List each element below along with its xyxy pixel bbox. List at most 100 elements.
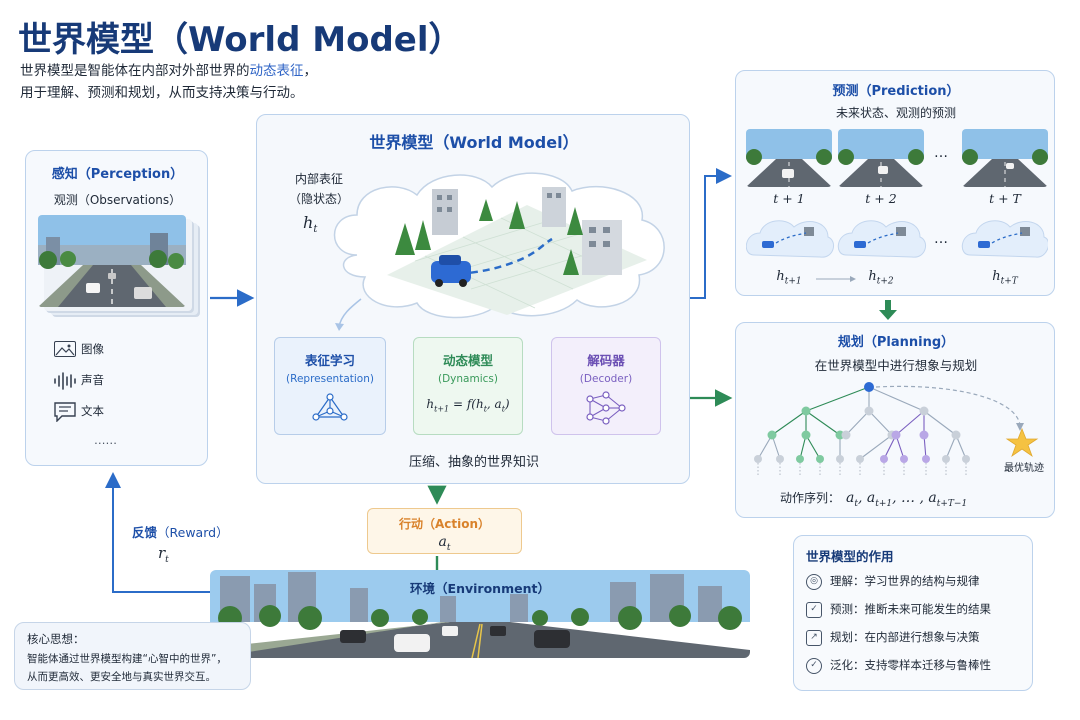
h-label-1: ht+1 bbox=[746, 269, 832, 287]
perception-panel: 感知（Perception） 观测（Observations） 图像 声音 文本… bbox=[25, 150, 208, 466]
core-idea-line1: 智能体通过世界模型构建“心智中的世界”， bbox=[27, 653, 227, 665]
reward-base: r bbox=[158, 544, 166, 562]
hT-sub: t+T bbox=[1000, 276, 1018, 287]
planning-tree bbox=[754, 382, 1039, 475]
subtitle-comma: ， bbox=[303, 63, 318, 79]
subtitle-line2: 用于理解、预测和规划，从而支持决策与行动。 bbox=[20, 85, 304, 101]
seq-s3: t+T−1 bbox=[936, 498, 968, 509]
star-icon bbox=[1005, 427, 1039, 458]
seq-a1: a bbox=[846, 490, 855, 506]
role-row-predict: ✓ 预测：推断未来可能发生的结果 bbox=[806, 601, 991, 618]
action-box: 行动（Action） at bbox=[367, 508, 522, 554]
seq-s1: t bbox=[854, 498, 858, 509]
hidden-state-sub: t bbox=[313, 224, 318, 236]
latent-ellipsis: … bbox=[934, 231, 948, 247]
decoder-en: (Decoder) bbox=[579, 373, 633, 385]
h-label-T: ht+T bbox=[962, 269, 1048, 287]
action-sub: t bbox=[446, 542, 451, 553]
brain-icon: ◎ bbox=[806, 573, 822, 590]
perception-title: 感知（Perception） bbox=[51, 167, 184, 182]
prediction-panel: 预测（Prediction） 未来状态、观测的预测 … t + 1 t + 2 … bbox=[735, 70, 1055, 296]
action-base: a bbox=[438, 534, 447, 550]
formula-mid: = f(h bbox=[449, 397, 484, 411]
audio-waveform-icon bbox=[54, 372, 76, 390]
internal-representation-label: 内部表征 （隐状态） bbox=[279, 169, 359, 209]
checklist-icon: ✓ bbox=[806, 601, 822, 618]
decoder-network-icon bbox=[586, 391, 626, 425]
dynamics-en: (Dynamics) bbox=[438, 373, 498, 385]
seq-s2: t+1 bbox=[875, 498, 893, 509]
h2-sub: t+2 bbox=[876, 276, 894, 287]
formula-a: , a bbox=[486, 397, 502, 411]
reward-label-a: 反馈 bbox=[132, 525, 158, 540]
hidden-state-base: h bbox=[303, 213, 314, 232]
reward-label-b: （Reward） bbox=[157, 525, 229, 540]
modality-image-label: 图像 bbox=[81, 342, 104, 356]
action-symbol: at bbox=[368, 534, 521, 553]
action-title: 行动（Action） bbox=[398, 517, 491, 531]
hidden-state-symbol: ht bbox=[303, 213, 317, 235]
time-label-2: t + 2 bbox=[865, 191, 897, 206]
role-row-understand: ◎ 理解：学习世界的结构与规律 bbox=[806, 573, 980, 590]
dynamics-formula: ht+1 = f(ht, at) bbox=[414, 397, 522, 413]
role-understand-label: 理解：学习世界的结构与规律 bbox=[830, 574, 980, 588]
page-subtitle: 世界模型是智能体在内部对外部世界的动态表征， 用于理解、预测和规划，从而支持决策… bbox=[20, 60, 317, 104]
prediction-subtitle: 未来状态、观测的预测 bbox=[835, 106, 956, 120]
planning-panel: 规划（Planning） 在世界模型中进行想象与规划 最优轨迹 动作序列： at,… bbox=[735, 322, 1055, 518]
roles-box: 世界模型的作用 bbox=[793, 535, 1033, 691]
h1-sub: t+1 bbox=[784, 276, 802, 287]
page-title: 世界模型（World Model） bbox=[18, 20, 463, 60]
arrow-model-to-prediction bbox=[690, 168, 732, 299]
role-row-generalize: ✓ 泛化：支持零样本迁移与鲁棒性 bbox=[806, 657, 991, 674]
core-idea-title: 核心思想： bbox=[27, 632, 85, 646]
planning-title: 规划（Planning） bbox=[837, 335, 955, 350]
h2-base: h bbox=[868, 269, 877, 284]
subtitle-highlight: 动态表征 bbox=[249, 63, 304, 79]
prediction-title: 预测（Prediction） bbox=[832, 84, 960, 99]
role-plan-label: 规划：在内部进行想象与决策 bbox=[830, 630, 980, 644]
future-frame-1 bbox=[746, 129, 832, 187]
dynamics-module: 动态模型 (Dynamics) ht+1 = f(ht, at) bbox=[413, 337, 523, 435]
reward-sub: t bbox=[165, 555, 169, 565]
sequence-formula: at, at+1, … , at+T−1 bbox=[846, 490, 968, 509]
h-transition-arrow bbox=[816, 276, 856, 282]
planning-subtitle: 在世界模型中进行想象与规划 bbox=[814, 358, 978, 373]
modality-text-label: 文本 bbox=[81, 404, 104, 418]
environment-image: 环境（Environment） bbox=[210, 570, 750, 658]
formula-h: h bbox=[426, 397, 435, 411]
dynamics-name: 动态模型 bbox=[442, 353, 493, 368]
role-generalize-label: 泛化：支持零样本迁移与鲁棒性 bbox=[830, 658, 991, 672]
time-label-T: t + T bbox=[989, 191, 1021, 206]
world-model-footer: 压缩、抽象的世界知识 bbox=[408, 455, 539, 470]
core-idea-box: 核心思想： 智能体通过世界模型构建“心智中的世界”， 从而更高效、更安全地与真实… bbox=[14, 622, 251, 690]
representation-module: 表征学习 (Representation) bbox=[274, 337, 386, 435]
latent-state-clouds bbox=[746, 220, 1048, 258]
sequence-label: 动作序列： bbox=[780, 491, 841, 505]
decoder-name: 解码器 bbox=[587, 353, 625, 368]
role-predict-label: 预测：推断未来可能发生的结果 bbox=[830, 602, 991, 616]
text-message-icon bbox=[54, 402, 76, 422]
formula-close: ) bbox=[504, 397, 510, 411]
world-model-title: 世界模型（World Model） bbox=[369, 133, 579, 152]
chart-icon: ↗ bbox=[806, 629, 822, 646]
reward-label: 反馈（Reward） bbox=[132, 522, 229, 541]
best-trajectory-label: 最优轨迹 bbox=[1004, 463, 1044, 474]
world-model-panel: 世界模型（World Model） 内部表征 （隐状态） ht 表征学习 (Re… bbox=[256, 114, 690, 484]
future-frame-T bbox=[962, 129, 1048, 187]
shield-check-icon: ✓ bbox=[806, 657, 822, 674]
roles-title: 世界模型的作用 bbox=[806, 549, 894, 564]
decoder-module: 解码器 (Decoder) bbox=[551, 337, 661, 435]
action-sequence: 动作序列：at, at+1, … , at+T−1 bbox=[780, 489, 967, 509]
frame-ellipsis: … bbox=[934, 145, 948, 161]
perception-subtitle: 观测（Observations） bbox=[53, 193, 182, 207]
formula-sub3: t bbox=[501, 404, 505, 414]
latent-pointer bbox=[335, 298, 362, 331]
formula-sub2: t bbox=[483, 404, 487, 414]
seq-a3: , … , a bbox=[892, 490, 937, 506]
arrow-reward-feedback bbox=[105, 472, 210, 593]
formula-sub1: t+1 bbox=[434, 404, 450, 414]
time-label-1: t + 1 bbox=[773, 191, 805, 206]
reward-symbol: rt bbox=[158, 544, 169, 565]
network-graph-icon bbox=[312, 393, 348, 421]
